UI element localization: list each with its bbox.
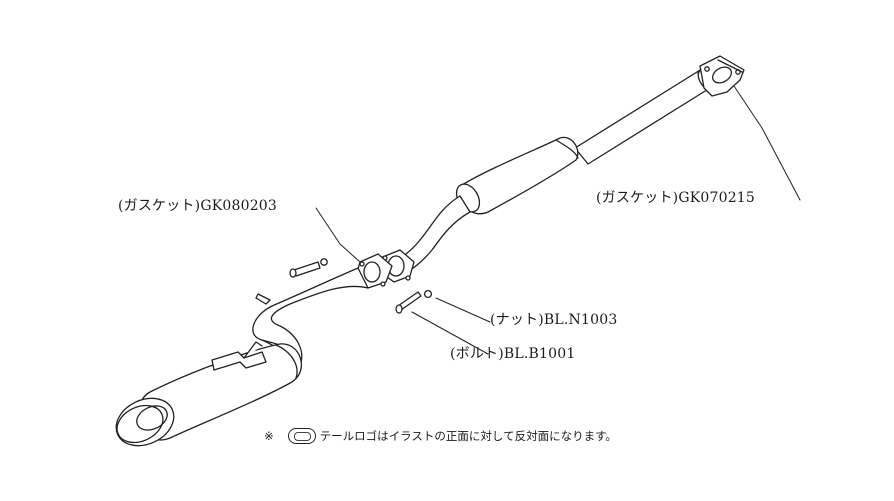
front-pipe — [574, 69, 715, 165]
note-mark: ※ — [264, 429, 274, 443]
callout-gasket-front: (ガスケット)GK070215 — [596, 190, 756, 206]
tail-tip — [115, 397, 175, 447]
center-muffler — [455, 136, 579, 215]
callout-nut: (ナット)BL.N1003 — [490, 312, 618, 328]
nut-lower — [423, 289, 433, 299]
note-text: テールロゴはイラストの正面に対して反対面になります。 — [319, 429, 617, 443]
mid-flange — [355, 249, 415, 289]
bolt-upper — [289, 258, 328, 278]
front-flange — [699, 55, 745, 97]
rear-muffler — [138, 341, 302, 441]
bolt-lower — [395, 291, 422, 314]
tail-logo-note: ※ テールロゴはイラストの正面に対して反対面になります。 — [264, 428, 617, 444]
stud-left — [255, 293, 271, 305]
leader-lines — [315, 85, 801, 355]
callout-bolt: (ボルト)BL.B1001 — [450, 346, 576, 362]
callout-gasket-rear: (ガスケット)GK080203 — [118, 198, 278, 214]
tail-logo-icon — [287, 428, 316, 444]
